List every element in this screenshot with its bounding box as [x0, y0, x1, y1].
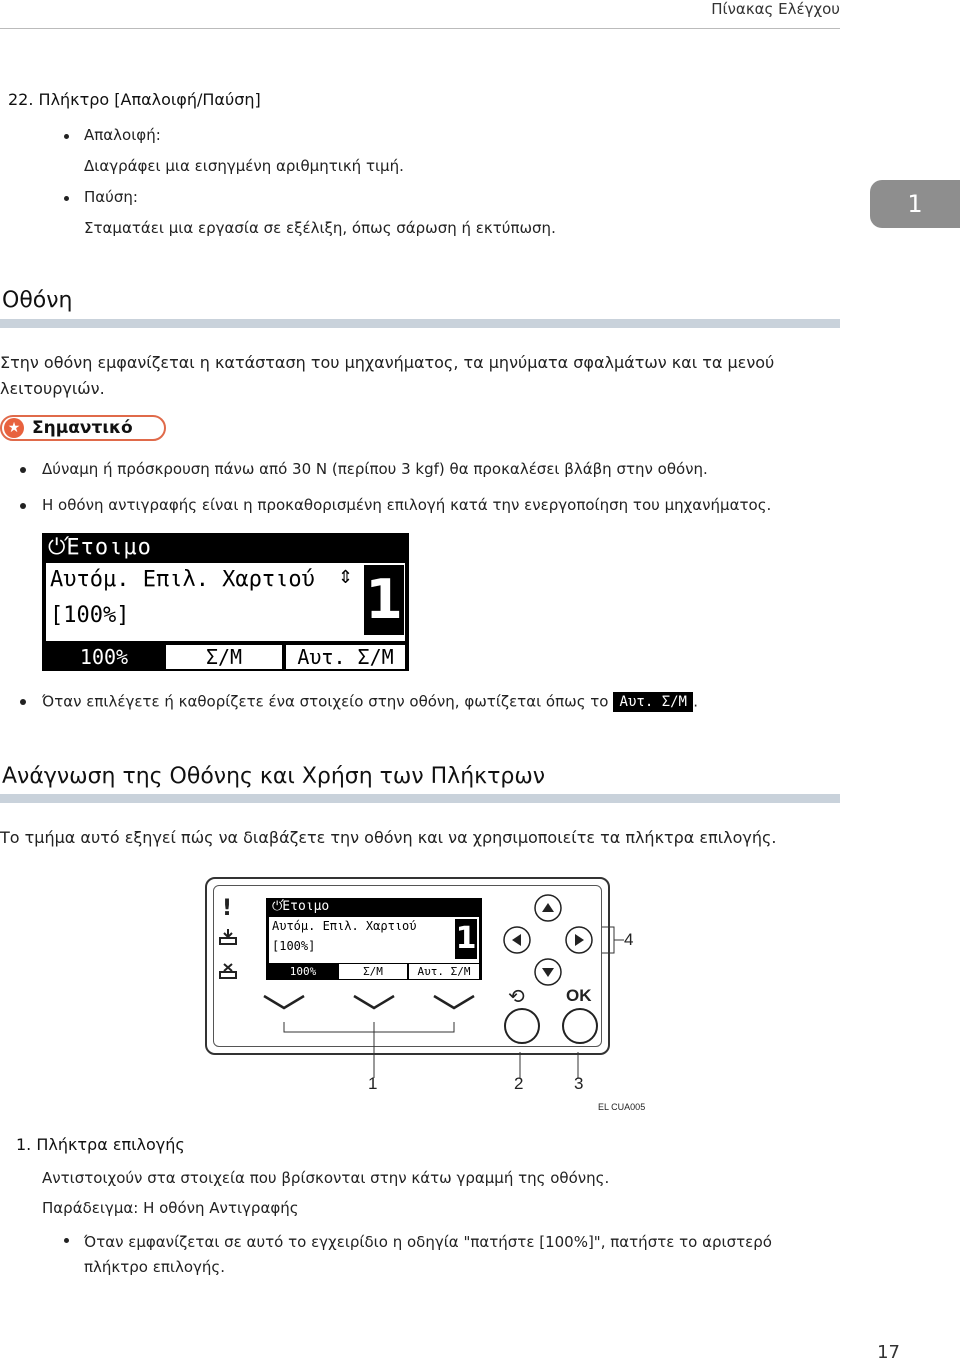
selection-key-middle	[353, 994, 395, 1010]
callout-bracket-4	[602, 926, 624, 954]
selection-key-right	[433, 994, 475, 1010]
inline-key-sample: Αυτ. Σ/Μ	[613, 692, 694, 712]
display-intro: Στην οθόνη εμφανίζεται η κατάσταση του μ…	[0, 353, 775, 398]
callout-1: 1	[368, 1074, 378, 1093]
item-1-title: 1. Πλήκτρα επιλογής	[16, 1135, 185, 1154]
selection-keys	[263, 994, 475, 1010]
panel-lcd-copies: 1	[455, 919, 477, 959]
lcd-key-row: 100% Σ/Μ Αυτ. Σ/Μ	[46, 645, 405, 669]
panel-lcd-paper: Αυτόμ. Επιλ. Χαρτιού	[272, 919, 417, 933]
lcd-status-line: ⏻Έτοιμο	[48, 535, 152, 560]
paper-in-icon	[218, 928, 238, 950]
chapter-tab: 1	[870, 180, 960, 228]
running-header: Πίνακας Ελέγχου	[711, 0, 840, 18]
header-divider	[0, 28, 840, 29]
callout-3: 3	[574, 1074, 584, 1093]
ok-label: OK	[566, 986, 592, 1005]
panel-lcd-key-100: 100%	[269, 964, 337, 979]
figure-code: EL CUA005	[598, 1102, 646, 1112]
callout-2: 2	[514, 1074, 524, 1093]
item-1-example: Παράδειγμα: Η οθόνη Αντιγραφής	[42, 1199, 299, 1217]
lcd-screen: ⏻Έτοιμο Αυτόμ. Επιλ. Χαρτιού ⇕ [100%] 1 …	[42, 533, 409, 671]
lcd-paper-select: Αυτόμ. Επιλ. Χαρτιού	[50, 567, 315, 592]
page-number: 17	[877, 1342, 900, 1363]
lcd-copies: 1	[364, 565, 404, 635]
selection-key-left	[263, 994, 305, 1010]
panel-lcd-status: ⏻Έτοιμο	[272, 899, 330, 914]
panel-lcd: ⏻Έτοιμο Αυτόμ. Επιλ. Χαρτιού [100%] 1 10…	[266, 898, 482, 980]
pause-desc: Σταματάει μια εργασία σε εξέλιξη, όπως σ…	[84, 219, 556, 237]
reset-icon: ⟲	[508, 984, 525, 1008]
item-1-desc: Αντιστοιχούν στα στοιχεία που βρίσκονται…	[42, 1169, 610, 1187]
lcd-content-area: Αυτόμ. Επιλ. Χαρτιού ⇕ [100%] 1	[46, 563, 405, 641]
clear-desc: Διαγράφει μια εισηγμένη αριθμητική τιμή.	[84, 157, 404, 175]
lcd-key-duplex: Σ/Μ	[166, 645, 282, 669]
callout-4: 4	[624, 930, 634, 949]
reading-intro: Το τμήμα αυτό εξηγεί πώς να διαβάζετε τη…	[0, 828, 777, 847]
section-rule	[0, 794, 840, 803]
panel-lcd-key-duplex: Σ/Μ	[339, 964, 407, 979]
star-icon: ★	[4, 418, 24, 438]
important-badge: ★ Σημαντικό	[0, 415, 166, 441]
panel-lcd-keys: 100% Σ/Μ Αυτ. Σ/Μ	[269, 964, 479, 979]
important-label: Σημαντικό	[32, 418, 133, 438]
up-down-icon: ⇕	[338, 567, 354, 588]
important-bullet: Δύναμη ή πρόσκρουση πάνω από 30 N (περίπ…	[20, 460, 708, 478]
callout-leaders	[283, 1022, 579, 1078]
item-1-bullet: Όταν εμφανίζεται σε αυτό το εγχειρίδιο η…	[64, 1230, 804, 1280]
panel-lcd-ratio: [100%]	[272, 939, 316, 953]
paper-jam-icon	[218, 962, 238, 984]
panel-lcd-content: Αυτόμ. Επιλ. Χαρτιού [100%] 1	[269, 917, 479, 963]
section-heading-display: Οθόνη	[2, 288, 73, 313]
control-panel-diagram	[205, 877, 610, 1055]
panel-lcd-key-auto: Αυτ. Σ/Μ	[409, 964, 479, 979]
reset-button	[504, 1008, 540, 1044]
navigation-pad	[500, 893, 604, 988]
section-heading-reading: Ανάγνωση της Οθόνης και Χρήση των Πλήκτρ…	[2, 764, 546, 789]
alert-icon: !	[222, 896, 233, 921]
important-bullet: Η οθόνη αντιγραφής είναι η προκαθορισμέν…	[19, 496, 772, 514]
select-note: Όταν επιλέγετε ή καθορίζετε ένα στοιχείο…	[19, 692, 699, 712]
lcd-key-100: 100%	[46, 645, 162, 669]
lcd-ratio: [100%]	[50, 603, 130, 628]
section-rule	[0, 319, 840, 328]
ok-button	[562, 1008, 598, 1044]
lcd-key-auto-duplex: Αυτ. Σ/Μ	[286, 645, 405, 669]
clear-term: Απαλοιφή:	[64, 126, 161, 144]
item-22-title: 22. Πλήκτρο [Απαλοιφή/Παύση]	[8, 90, 261, 109]
power-icon: ⏻	[48, 535, 67, 560]
panel-inner-border	[213, 885, 602, 1047]
pause-term: Παύση:	[64, 188, 138, 206]
